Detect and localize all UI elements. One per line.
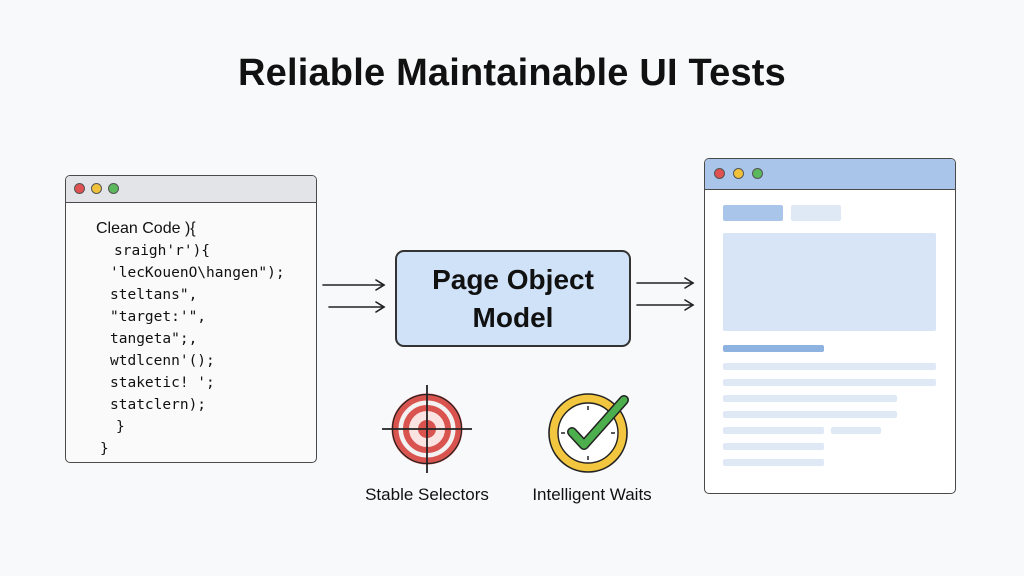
close-dot-icon <box>714 168 725 179</box>
arrow-right-icon <box>636 277 695 289</box>
minimize-dot-icon <box>733 168 744 179</box>
code-window: Clean Code ){ sraigh'r'){ 'lecKouenO\han… <box>65 175 317 463</box>
arrow-right-icon <box>322 279 386 291</box>
arrow-right-icon <box>636 299 695 311</box>
content-hero-block <box>723 233 936 331</box>
target-icon <box>382 385 472 473</box>
browser-titlebar <box>705 159 955 190</box>
code-line: } <box>116 419 125 435</box>
content-text-line <box>723 411 897 418</box>
code-line: statclern); <box>110 397 207 413</box>
close-dot-icon <box>74 183 85 194</box>
code-line: } <box>100 441 109 457</box>
code-line: "target:'", <box>110 309 207 325</box>
intelligent-waits-label: Intelligent Waits <box>532 485 652 504</box>
browser-window <box>704 158 956 494</box>
nav-tab-active <box>723 205 783 221</box>
diagram-title: Reliable Maintainable UI Tests <box>237 52 786 94</box>
code-line: wtdlcenn'(); <box>110 353 215 369</box>
code-window-titlebar <box>66 176 316 203</box>
content-text-line <box>723 379 936 386</box>
code-line: sraigh'r'){ <box>114 243 211 259</box>
code-line: Clean Code ){ <box>96 220 196 237</box>
minimize-dot-icon <box>91 183 102 194</box>
code-line: tangeta";, <box>110 331 198 347</box>
content-text-line <box>723 459 824 466</box>
code-line: steltans", <box>110 287 198 303</box>
page-object-model-box: Page Object Model <box>395 250 631 347</box>
content-text-line <box>723 427 824 434</box>
page-object-model-label: Page Object Model <box>432 263 594 333</box>
maximize-dot-icon <box>752 168 763 179</box>
content-text-line <box>723 395 897 402</box>
code-line: staketic! '; <box>110 375 215 391</box>
code-lines: Clean Code ){ sraigh'r'){ 'lecKouenO\han… <box>96 218 285 460</box>
maximize-dot-icon <box>108 183 119 194</box>
content-text-line <box>723 363 936 370</box>
clock-check-icon <box>548 393 629 473</box>
code-line: 'lecKouenO\hangen"); <box>110 265 285 281</box>
content-heading-line <box>723 345 824 352</box>
stable-selectors-label: Stable Selectors <box>365 485 489 504</box>
content-text-line <box>723 443 824 450</box>
nav-tab <box>791 205 841 221</box>
content-text-line <box>831 427 881 434</box>
arrow-right-icon <box>328 301 386 313</box>
